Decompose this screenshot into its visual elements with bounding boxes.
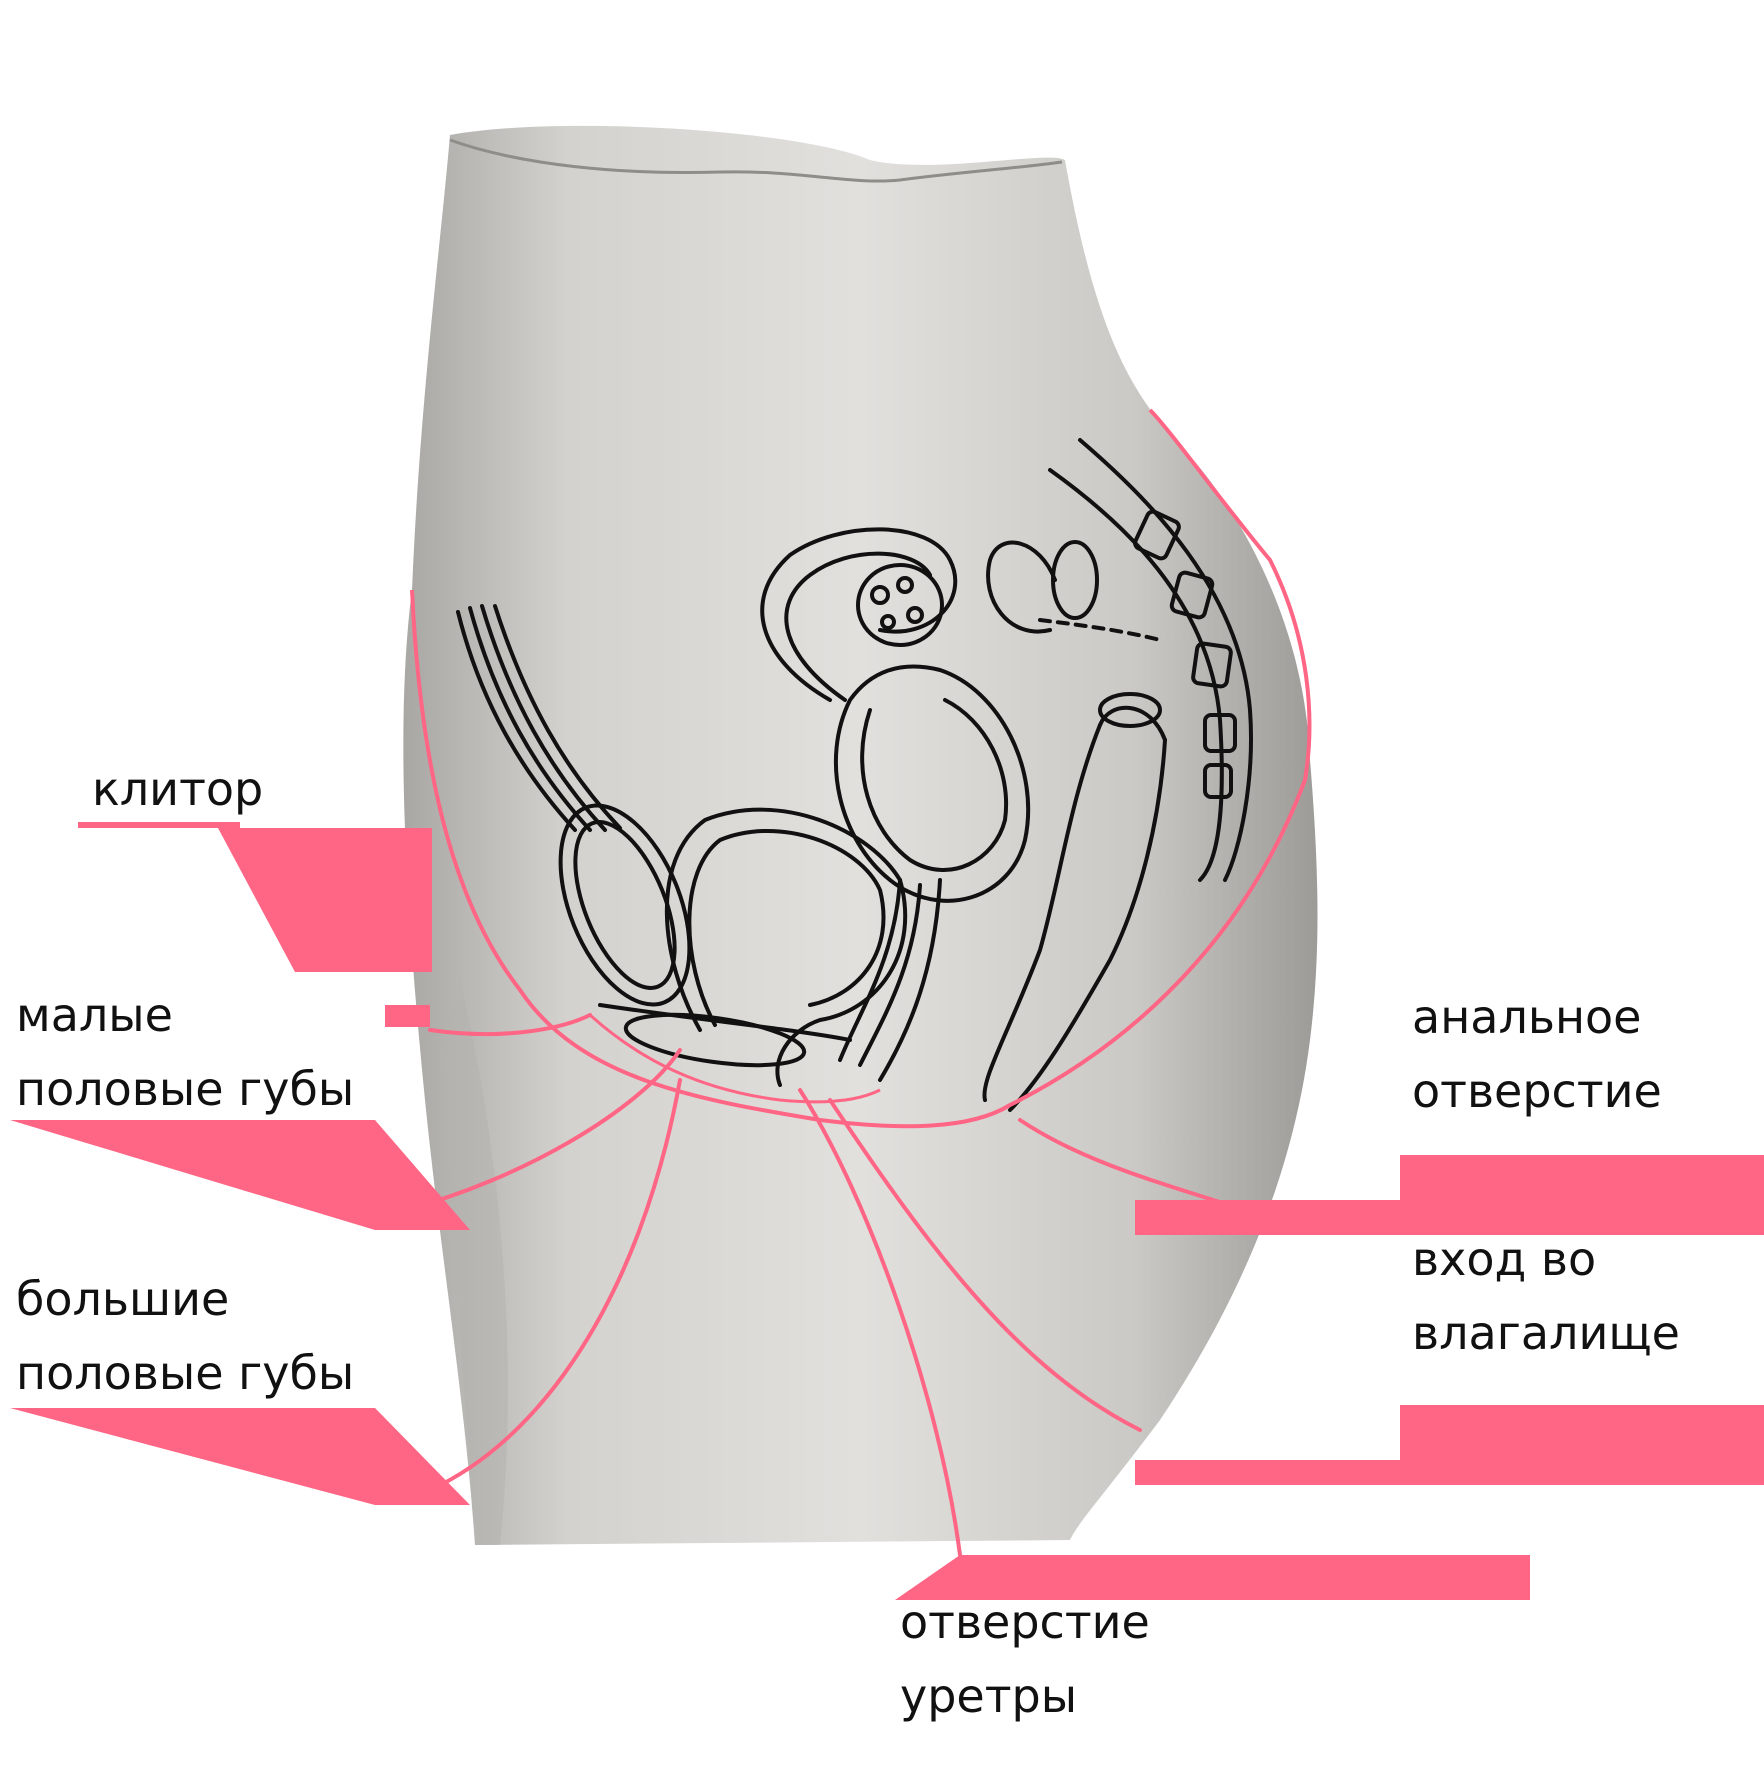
- label-urethral-opening-line-2: уретры: [900, 1669, 1078, 1723]
- leader-urethra: [798, 1088, 962, 1557]
- label-labia-minora-line-1: малые: [16, 988, 173, 1042]
- mannequin-body: [403, 125, 1318, 1545]
- label-clitoris: клитор: [92, 752, 263, 826]
- label-anal-opening: анальное отверстие: [1412, 980, 1662, 1128]
- label-urethral-opening: отверстие уретры: [900, 1585, 1150, 1733]
- label-labia-majora-line-2: половые губы: [16, 1346, 355, 1400]
- label-labia-minora-line-2: половые губы: [16, 1062, 355, 1116]
- mannequin-top-edge: [449, 138, 1063, 183]
- label-labia-majora: большие половые губы: [16, 1262, 354, 1410]
- leader-anus: [1018, 1118, 1247, 1212]
- pelvis-outline: [410, 408, 1312, 1129]
- label-vaginal-entrance-line-1: вход во: [1412, 1232, 1597, 1286]
- label-clitoris-line: клитор: [92, 762, 264, 816]
- label-urethral-opening-line-1: отверстие: [900, 1595, 1150, 1649]
- label-vaginal-entrance: вход во влагалище: [1412, 1222, 1680, 1370]
- vulva-outline: [588, 1013, 881, 1104]
- leader-labia-minora: [428, 1013, 592, 1036]
- leader-vagina: [828, 1098, 1142, 1432]
- label-labia-minora: малые половые губы: [16, 978, 354, 1126]
- leader-labia-majora: [403, 1048, 682, 1212]
- leader-labia-majora-2: [428, 1078, 682, 1492]
- anatomy-drawing: [456, 438, 1253, 1112]
- leg-shadow: [440, 980, 508, 1545]
- label-anal-opening-line-1: анальное: [1412, 990, 1642, 1044]
- leader-lines: [403, 1013, 1247, 1557]
- label-anal-opening-line-2: отверстие: [1412, 1064, 1662, 1118]
- label-labia-majora-line-1: большие: [16, 1272, 230, 1326]
- label-vaginal-entrance-line-2: влагалище: [1412, 1306, 1680, 1360]
- callout-bars: [10, 822, 1764, 1600]
